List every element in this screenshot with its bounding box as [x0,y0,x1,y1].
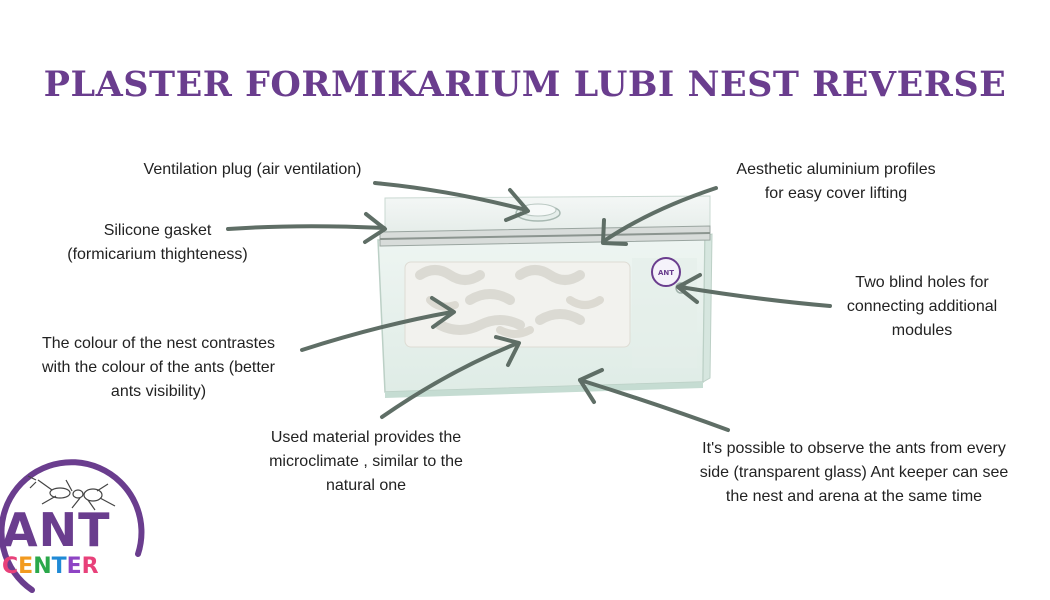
logo-letter: E [66,554,82,579]
arrow-observe [578,368,730,432]
logo-letter: C [2,554,19,579]
ant-icon [27,475,116,511]
product-badge: ANT [651,257,681,287]
logo-letter: N [33,554,52,579]
ant-center-logo [0,459,145,593]
label-material: Used material provides the microclimate … [269,429,463,494]
label-blind-holes: Two blind holes for connecting additiona… [846,274,998,339]
logo-letter: T [51,554,67,579]
logo-letter: R [81,554,99,579]
label-ventilation-plug: Ventilation plug (air ventilation) [143,161,362,178]
arrow-colour [300,296,456,352]
label-aluminium-profiles: Aesthetic aluminium profiles for easy co… [736,161,936,202]
arrow-ventilation [373,181,530,222]
arrow-gasket [226,212,387,244]
arrow-profiles [601,186,718,246]
logo-letter: E [18,554,34,579]
label-silicone-gasket: Silicone gasket (formicarium thighteness… [67,222,248,263]
logo-text-center: CENTER [2,555,99,579]
arrow-holes [676,273,832,308]
aluminium-profile [379,225,711,247]
logo-text-ant: ANT [2,503,111,557]
label-nest-colour: The colour of the nest contrastes with t… [41,335,275,400]
label-observe: It's possible to observe the ants from e… [699,440,1009,505]
page-title: PLASTER FORMIKARIUM LUBI NEST REVERSE [43,64,1007,105]
arrow-material [380,335,521,419]
svg-text:ANT: ANT [658,269,674,277]
